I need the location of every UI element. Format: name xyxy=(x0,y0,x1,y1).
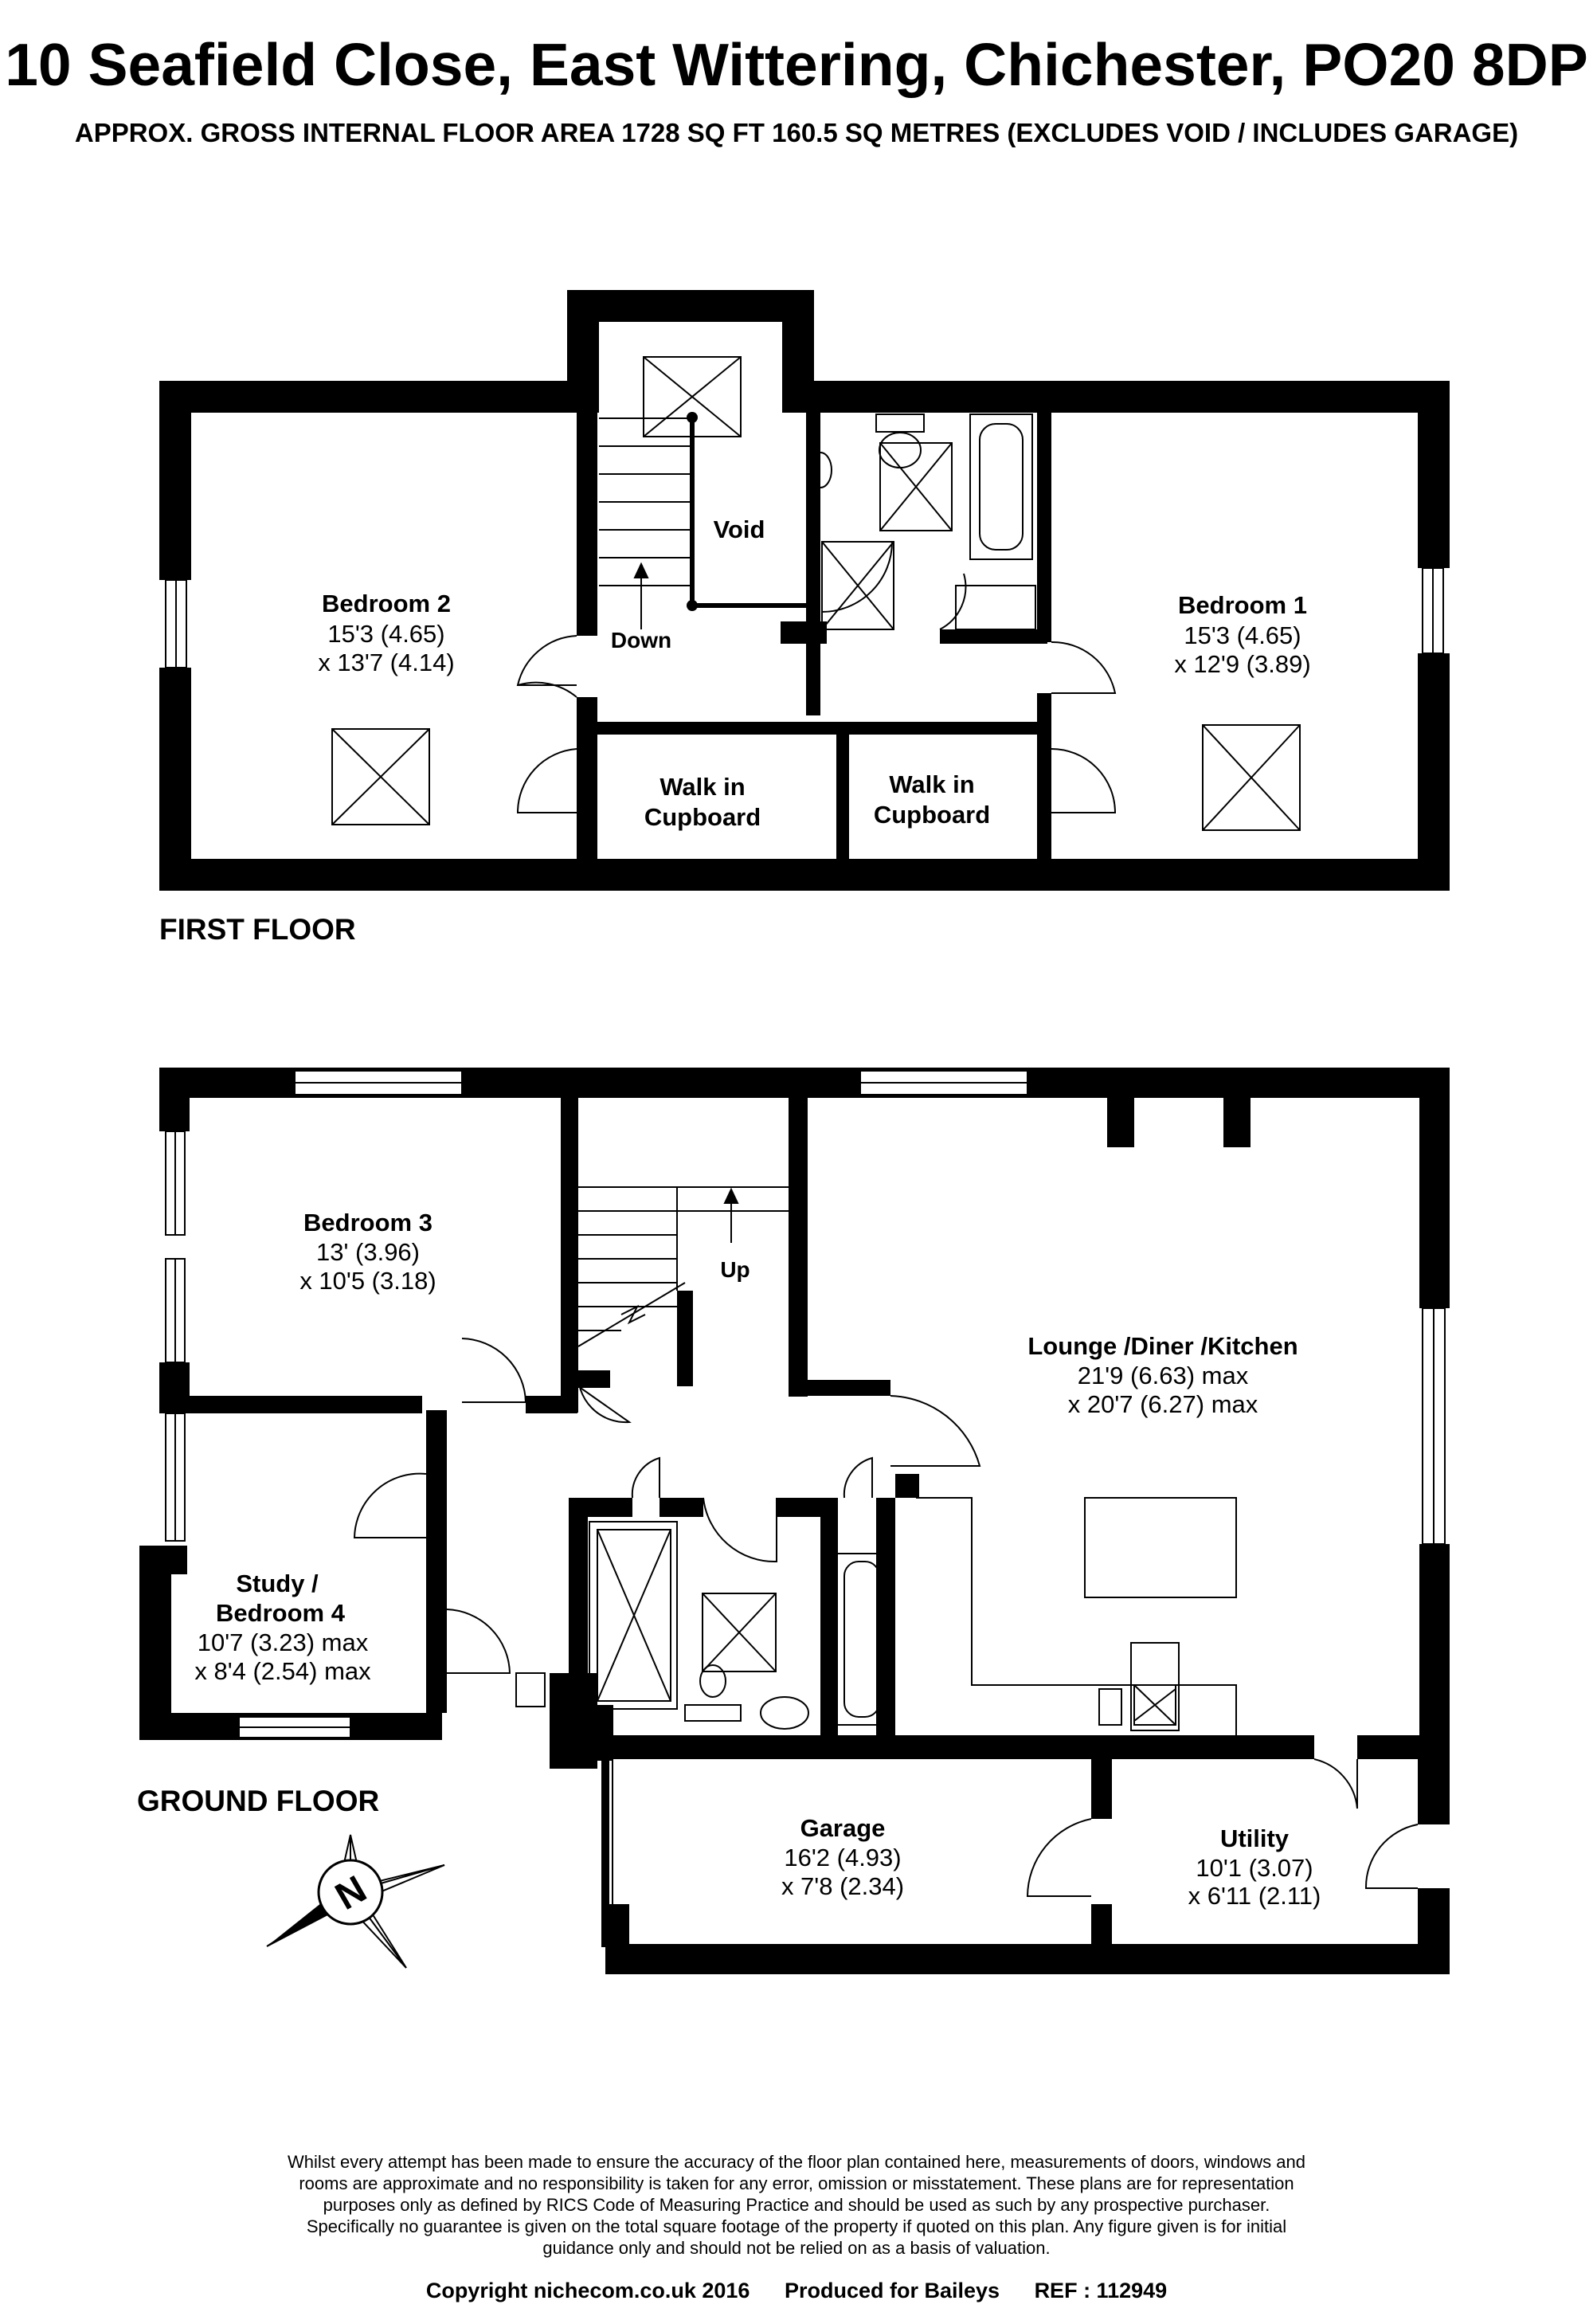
room-name-cupboard-right-1: Walk in xyxy=(889,770,974,798)
first-floor-label: FIRST FLOOR xyxy=(159,913,356,946)
disclaimer-line: rooms are approximate and no responsibil… xyxy=(299,2173,1294,2193)
room-dim-lounge-1: 21'9 (6.63) max xyxy=(1078,1362,1249,1389)
room-name-utility: Utility xyxy=(1220,1824,1290,1852)
room-name-bedroom1: Bedroom 1 xyxy=(1178,591,1307,619)
room-dim-utility-1: 10'1 (3.07) xyxy=(1196,1854,1313,1882)
stairs-down-label: Down xyxy=(611,628,671,653)
room-name-cupboard-right-2: Cupboard xyxy=(874,801,990,829)
footer: Copyright nichecom.co.uk 2016 Produced f… xyxy=(0,2279,1593,2303)
stairs-up-label: Up xyxy=(720,1257,750,1282)
disclaimer-text: Whilst every attempt has been made to en… xyxy=(175,2151,1418,2259)
room-dim-bedroom1-1: 15'3 (4.65) xyxy=(1184,621,1301,649)
disclaimer-line: purposes only as defined by RICS Code of… xyxy=(323,2195,1270,2215)
produced-for-text: Produced for Baileys xyxy=(784,2279,1000,2302)
room-name-void: Void xyxy=(714,515,765,543)
room-name-cupboard-left-1: Walk in xyxy=(660,773,745,801)
disclaimer-line: Specifically no guarantee is given on th… xyxy=(306,2216,1287,2236)
room-name-garage: Garage xyxy=(800,1814,886,1842)
room-dim-study-1: 10'7 (3.23) max xyxy=(198,1628,369,1656)
room-dim-garage-2: x 7'8 (2.34) xyxy=(781,1872,904,1900)
room-dim-lounge-2: x 20'7 (6.27) max xyxy=(1068,1390,1258,1418)
floor-area-subtitle: APPROX. GROSS INTERNAL FLOOR AREA 1728 S… xyxy=(74,118,1519,147)
disclaimer-line: guidance only and should not be relied o… xyxy=(542,2238,1051,2258)
room-name-study-1: Study / xyxy=(236,1570,319,1597)
room-dim-bedroom1-2: x 12'9 (3.89) xyxy=(1174,650,1310,678)
room-name-bedroom2: Bedroom 2 xyxy=(322,590,451,617)
room-name-cupboard-left-2: Cupboard xyxy=(644,803,761,831)
room-dim-bedroom2-1: 15'3 (4.65) xyxy=(327,620,444,648)
room-name-bedroom3: Bedroom 3 xyxy=(303,1209,432,1236)
room-dim-garage-1: 16'2 (4.93) xyxy=(784,1844,901,1871)
reference-text: REF : 112949 xyxy=(1034,2279,1168,2302)
room-dim-utility-2: x 6'11 (2.11) xyxy=(1188,1882,1321,1910)
ground-floor-label: GROUND FLOOR xyxy=(137,1785,380,1817)
disclaimer-line: Whilst every attempt has been made to en… xyxy=(288,2152,1305,2172)
room-name-study-2: Bedroom 4 xyxy=(216,1599,346,1627)
room-dim-study-2: x 8'4 (2.54) max xyxy=(194,1657,371,1685)
copyright-text: Copyright nichecom.co.uk 2016 xyxy=(425,2279,750,2302)
room-name-lounge: Lounge /Diner /Kitchen xyxy=(1027,1332,1297,1360)
compass-rose xyxy=(266,1834,445,1969)
page-title: 10 Seafield Close, East Wittering, Chich… xyxy=(5,31,1588,98)
room-dim-bedroom3-1: 13' (3.96) xyxy=(316,1238,420,1266)
room-dim-bedroom2-2: x 13'7 (4.14) xyxy=(318,649,454,676)
room-dim-bedroom3-2: x 10'5 (3.18) xyxy=(299,1267,436,1295)
